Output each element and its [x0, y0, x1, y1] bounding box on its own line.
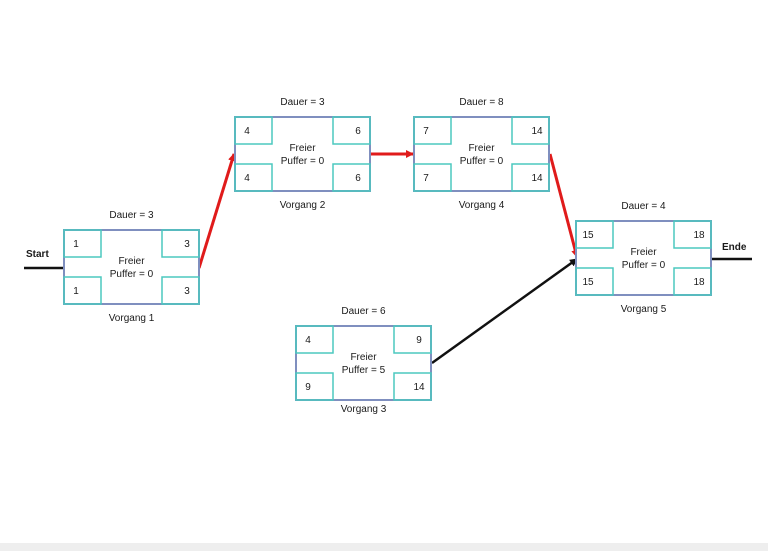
start-latest-value: 15 [582, 277, 594, 288]
free-float-label: Freier [350, 352, 377, 363]
corner-cell-tr [673, 220, 712, 249]
corner-cell-bl [63, 276, 102, 305]
corner-cell-tl [575, 220, 614, 249]
finish-latest-value: 14 [413, 382, 425, 393]
free-float-value: Puffer = 5 [342, 365, 386, 376]
finish-earliest-value: 14 [531, 126, 543, 137]
node-box [575, 220, 712, 296]
corner-cell-bl [575, 267, 614, 296]
edge-v1-to-v2 [197, 153, 236, 269]
corner-cell-br [511, 163, 550, 192]
free-float-label: Freier [289, 143, 316, 154]
finish-earliest-value: 9 [416, 335, 422, 346]
edge-v3-to-v5 [431, 257, 578, 365]
finish-earliest-value: 3 [184, 239, 190, 250]
end-label: Ende [722, 242, 747, 253]
corner-cell-br [673, 267, 712, 296]
corner-cell-tl [413, 116, 452, 145]
bottom-strip [0, 543, 768, 551]
free-float-label: Freier [630, 247, 657, 258]
finish-latest-value: 18 [693, 277, 705, 288]
corner-cell-tr [332, 116, 371, 145]
corner-cell-tr [161, 229, 200, 258]
edges [197, 150, 580, 365]
activity-name: Vorgang 3 [341, 404, 387, 415]
duration-label: Dauer = 3 [109, 210, 154, 221]
finish-latest-value: 3 [184, 286, 190, 297]
corner-cell-bl [234, 163, 273, 192]
duration-label: Dauer = 4 [621, 201, 666, 212]
corner-cell-tr [393, 325, 432, 354]
duration-label: Dauer = 6 [341, 306, 386, 317]
free-float-label: Freier [468, 143, 495, 154]
free-float-value: Puffer = 0 [110, 269, 154, 280]
start-earliest-value: 4 [305, 335, 311, 346]
corner-cell-tl [295, 325, 334, 354]
start-earliest-value: 1 [73, 239, 79, 250]
finish-earliest-value: 18 [693, 230, 705, 241]
start-earliest-value: 7 [423, 126, 429, 137]
node-box [63, 229, 200, 305]
free-float-label: Freier [118, 256, 145, 267]
edge-v4-to-v5 [548, 153, 580, 258]
start-label: Start [26, 249, 49, 260]
node-box [234, 116, 371, 192]
free-float-value: Puffer = 0 [281, 156, 325, 167]
activity-name: Vorgang 4 [459, 200, 505, 211]
start-earliest-value: 15 [582, 230, 594, 241]
corner-cell-br [161, 276, 200, 305]
corner-cell-tl [234, 116, 273, 145]
finish-latest-value: 6 [355, 173, 361, 184]
start-earliest-value: 4 [244, 126, 250, 137]
duration-label: Dauer = 8 [459, 97, 504, 108]
free-float-value: Puffer = 0 [460, 156, 504, 167]
corner-cell-tr [511, 116, 550, 145]
start-latest-value: 9 [305, 382, 311, 393]
node-box [295, 325, 432, 401]
corner-cell-bl [295, 372, 334, 401]
activity-name: Vorgang 1 [109, 313, 155, 324]
corner-cell-bl [413, 163, 452, 192]
finish-latest-value: 14 [531, 173, 543, 184]
corner-cell-br [393, 372, 432, 401]
activity-name: Vorgang 2 [280, 200, 326, 211]
corner-cell-tl [63, 229, 102, 258]
finish-earliest-value: 6 [355, 126, 361, 137]
start-latest-value: 7 [423, 173, 429, 184]
activity-name: Vorgang 5 [621, 304, 667, 315]
start-latest-value: 4 [244, 173, 250, 184]
start-latest-value: 1 [73, 286, 79, 297]
node-box [413, 116, 550, 192]
free-float-value: Puffer = 0 [622, 260, 666, 271]
duration-label: Dauer = 3 [280, 97, 325, 108]
corner-cell-br [332, 163, 371, 192]
